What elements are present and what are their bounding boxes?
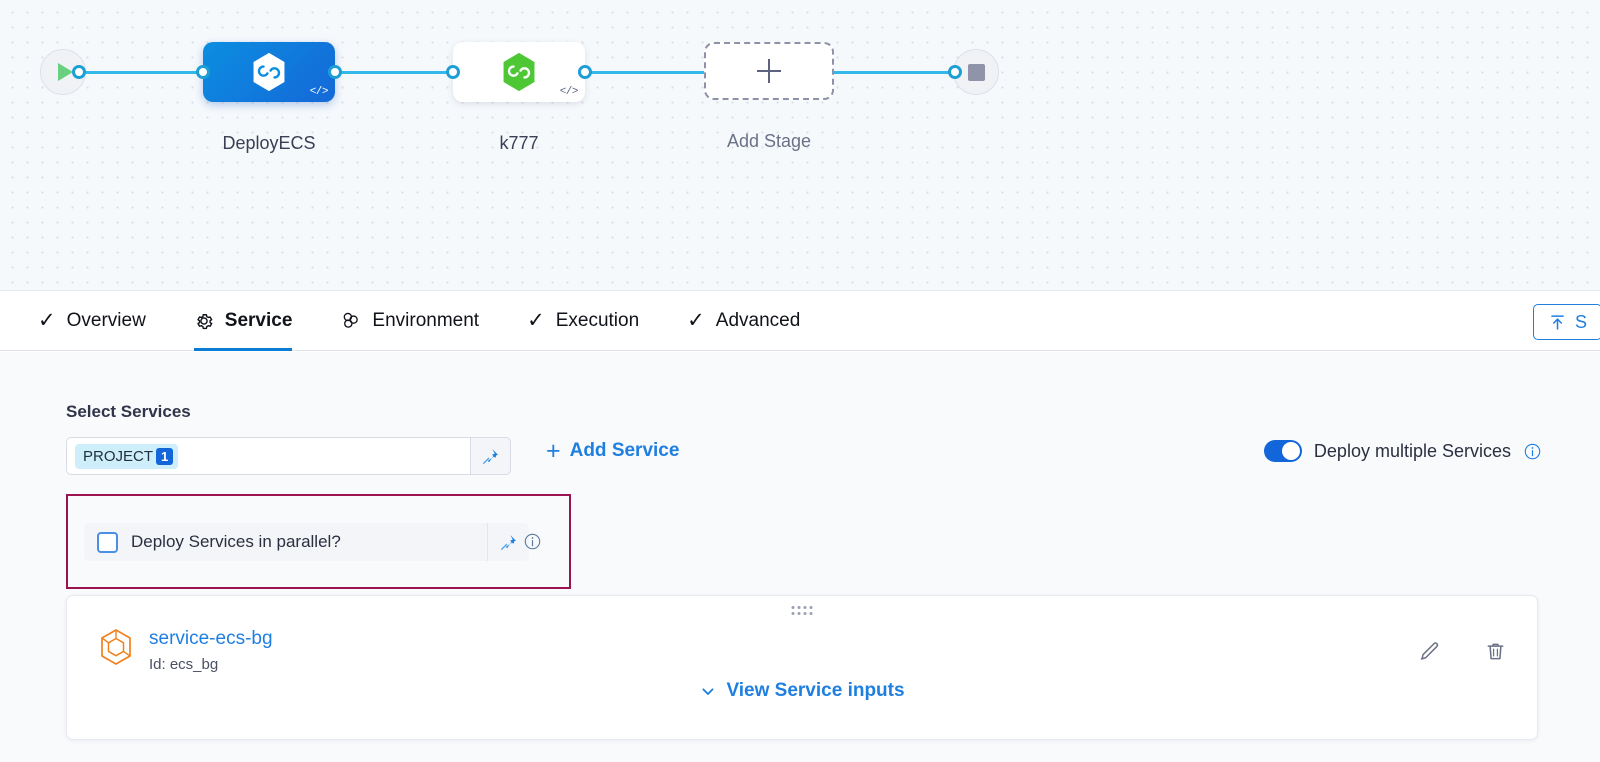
upload-button-label: S <box>1574 311 1587 332</box>
stage-node-deployecs[interactable]: </> <box>203 42 335 102</box>
select-services-field[interactable]: PROJECT 1 <box>66 437 511 475</box>
tab-overview-label: Overview <box>66 309 146 331</box>
deploy-parallel-label: Deploy Services in parallel? <box>131 532 341 551</box>
view-service-inputs-button[interactable]: View Service inputs <box>699 680 905 702</box>
parallel-info-button[interactable] <box>523 532 542 556</box>
pin-parallel-button[interactable] <box>488 523 529 561</box>
code-icon[interactable]: </> <box>559 86 579 98</box>
port-stage2-in[interactable] <box>446 65 460 79</box>
stage-node-k777[interactable]: </> <box>453 42 585 102</box>
add-stage-label: Add Stage <box>726 131 812 151</box>
service-name-link[interactable]: service-ecs-bg <box>149 628 273 649</box>
edge-start-to-stage1 <box>70 71 215 74</box>
gear-icon <box>197 313 213 329</box>
stage-label-k777: k777 <box>499 133 539 153</box>
trash-icon <box>1487 643 1504 659</box>
tab-overview[interactable]: ✓ Overview <box>38 291 146 351</box>
select-services-title: Select Services <box>66 402 191 421</box>
service-chip-count: 1 <box>156 447 174 465</box>
harness-hex-icon <box>503 52 535 92</box>
port-stage2-out[interactable] <box>578 65 592 79</box>
service-chip[interactable]: PROJECT 1 <box>75 443 179 469</box>
stage-label-deployecs: DeployECS <box>222 133 316 153</box>
drag-handle-icon[interactable] <box>791 606 813 615</box>
select-services-input[interactable]: PROJECT 1 <box>66 437 470 475</box>
service-chip-label: PROJECT <box>83 447 154 465</box>
deploy-multiple-services-label: Deploy multiple Services <box>1313 440 1511 461</box>
tab-service-label: Service <box>224 309 293 331</box>
stage-tab-bar: ✓ Overview Service Environment ✓ Executi… <box>0 291 1600 351</box>
upload-button[interactable]: S <box>1532 304 1600 340</box>
port-end-in[interactable] <box>948 65 962 79</box>
plus-icon: + <box>546 437 561 465</box>
add-service-button[interactable]: + Add Service <box>546 437 680 465</box>
service-identity: service-ecs-bg Id: ecs_bg <box>99 628 273 673</box>
info-icon[interactable] <box>1523 442 1542 461</box>
parallel-option-highlight: Deploy Services in parallel? <box>66 494 571 589</box>
edge-stage2-to-add <box>580 71 715 74</box>
pipeline-canvas[interactable]: </> DeployECS </> k777 Add Stage <box>0 0 1600 291</box>
port-start-out[interactable] <box>72 65 86 79</box>
deploy-parallel-main[interactable]: Deploy Services in parallel? <box>84 523 488 561</box>
check-icon: ✓ <box>38 309 56 332</box>
pencil-icon <box>1420 642 1439 660</box>
service-panel: Select Services PROJECT 1 + Add Service <box>0 352 1600 762</box>
play-icon <box>57 63 73 81</box>
upload-icon <box>1551 314 1564 330</box>
pin-icon <box>501 534 516 550</box>
clover-icon <box>344 312 359 328</box>
view-service-inputs-label: View Service inputs <box>726 680 905 701</box>
deploy-parallel-checkbox[interactable] <box>97 531 118 553</box>
toggle-knob <box>1281 442 1300 460</box>
service-id-text: Id: ecs_bg <box>149 656 219 673</box>
plus-icon <box>767 59 771 83</box>
port-stage1-out[interactable] <box>328 65 342 79</box>
tab-advanced[interactable]: ✓ Advanced <box>687 291 800 351</box>
service-card-actions <box>1418 639 1507 663</box>
code-icon[interactable]: </> <box>309 86 329 98</box>
harness-hex-icon <box>253 52 285 92</box>
tab-environment-label: Environment <box>372 309 480 331</box>
deploy-multiple-services-row[interactable]: Deploy multiple Services <box>1263 440 1542 462</box>
add-stage-node[interactable] <box>704 42 834 100</box>
tab-execution-label: Execution <box>555 309 640 331</box>
check-icon: ✓ <box>687 309 705 332</box>
info-icon <box>524 533 541 550</box>
pin-services-button[interactable] <box>470 437 511 475</box>
edge-stage1-to-stage2 <box>330 71 460 74</box>
tab-advanced-label: Advanced <box>715 309 801 331</box>
check-icon: ✓ <box>527 309 545 332</box>
service-hex-icon <box>101 629 131 665</box>
deploy-parallel-field[interactable]: Deploy Services in parallel? <box>84 523 529 561</box>
tab-environment[interactable]: Environment <box>340 291 479 351</box>
pin-icon <box>483 448 498 464</box>
port-stage1-in[interactable] <box>196 65 210 79</box>
delete-service-button[interactable] <box>1484 640 1507 663</box>
chevron-down-icon <box>702 687 714 695</box>
stop-icon <box>967 63 985 81</box>
service-card[interactable]: service-ecs-bg Id: ecs_bg <box>66 595 1538 740</box>
tab-execution[interactable]: ✓ Execution <box>527 291 639 351</box>
tab-service[interactable]: Service <box>193 291 293 351</box>
edge-add-to-end <box>825 71 965 74</box>
add-service-label: Add Service <box>569 440 680 461</box>
edit-service-button[interactable] <box>1418 639 1442 663</box>
deploy-multiple-services-toggle[interactable] <box>1263 440 1302 462</box>
